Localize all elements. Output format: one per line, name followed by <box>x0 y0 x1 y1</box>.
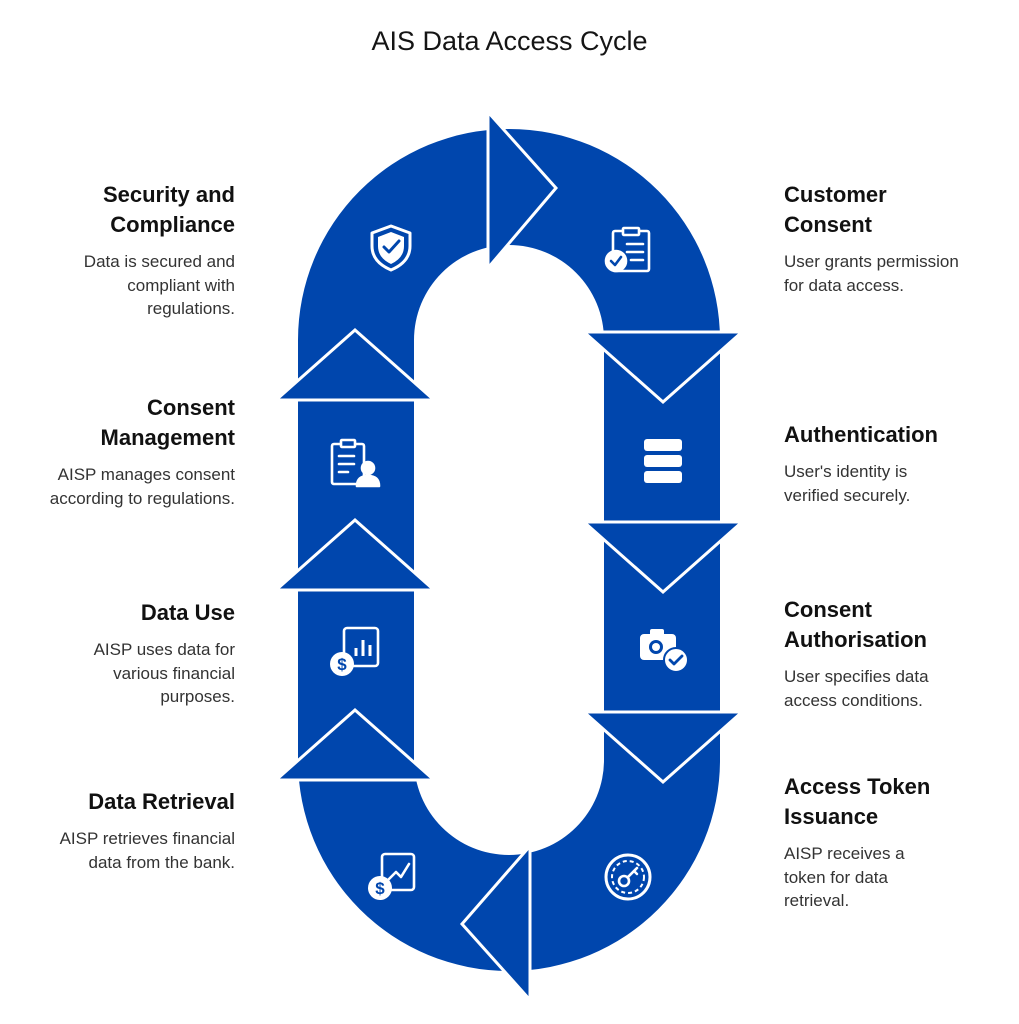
step-title: Consent Management <box>100 395 235 450</box>
step-access-token-issuance: Access Token Issuance AISP receives a to… <box>784 772 1004 913</box>
svg-text:$: $ <box>375 879 385 898</box>
step-title: Security and Compliance <box>102 182 235 237</box>
stack-icon <box>644 439 682 483</box>
step-description: AISP manages consent according to regula… <box>49 465 235 508</box>
step-description: User specifies data access conditions. <box>784 667 929 710</box>
step-data-retrieval: Data Retrieval AISP retrieves financial … <box>35 787 235 874</box>
step-consent-management: Consent Management AISP manages consent … <box>35 393 235 510</box>
arrow-right-1 <box>580 330 746 405</box>
step-data-use: Data Use AISP uses data for various fina… <box>35 598 235 709</box>
camera-check-icon <box>640 629 689 673</box>
step-title: Data Use <box>140 600 235 625</box>
clipboard-check-icon <box>604 226 651 273</box>
arrow-bottom <box>459 841 532 1004</box>
arrow-right-3 <box>580 710 746 785</box>
step-description: User grants permission for data access. <box>784 252 959 295</box>
step-customer-consent: Customer Consent User grants permission … <box>784 180 1004 297</box>
step-title: Customer Consent <box>784 182 887 237</box>
clipboard-user-icon <box>330 438 381 488</box>
step-title: Access Token Issuance <box>784 774 931 829</box>
arrow-left-1 <box>272 327 438 402</box>
step-authentication: Authentication User's identity is verifi… <box>784 420 1004 507</box>
arrow-top <box>486 108 558 273</box>
step-title: Authentication <box>784 422 938 447</box>
step-description: Data is secured and compliant with regul… <box>83 252 235 318</box>
diagram-title: AIS Data Access Cycle <box>371 26 648 56</box>
dollar-report-icon: $ <box>330 626 380 676</box>
step-security-compliance: Security and Compliance Data is secured … <box>35 180 235 321</box>
key-token-icon <box>604 853 652 901</box>
step-description: AISP receives a token for data retrieval… <box>784 844 905 910</box>
step-description: AISP retrieves financial data from the b… <box>59 829 235 872</box>
dollar-chart-icon: $ <box>368 852 416 900</box>
arrow-left-3 <box>272 707 438 782</box>
step-title: Data Retrieval <box>88 789 235 814</box>
step-description: AISP uses data for various financial pur… <box>93 640 235 706</box>
step-description: User's identity is verified securely. <box>784 462 911 505</box>
arrow-left-2 <box>272 517 438 592</box>
step-title: Consent Authorisation <box>784 597 927 652</box>
shield-check-icon <box>370 224 412 272</box>
step-consent-authorisation: Consent Authorisation User specifies dat… <box>784 595 1004 712</box>
arrow-right-2 <box>580 520 746 595</box>
svg-text:$: $ <box>337 655 347 674</box>
